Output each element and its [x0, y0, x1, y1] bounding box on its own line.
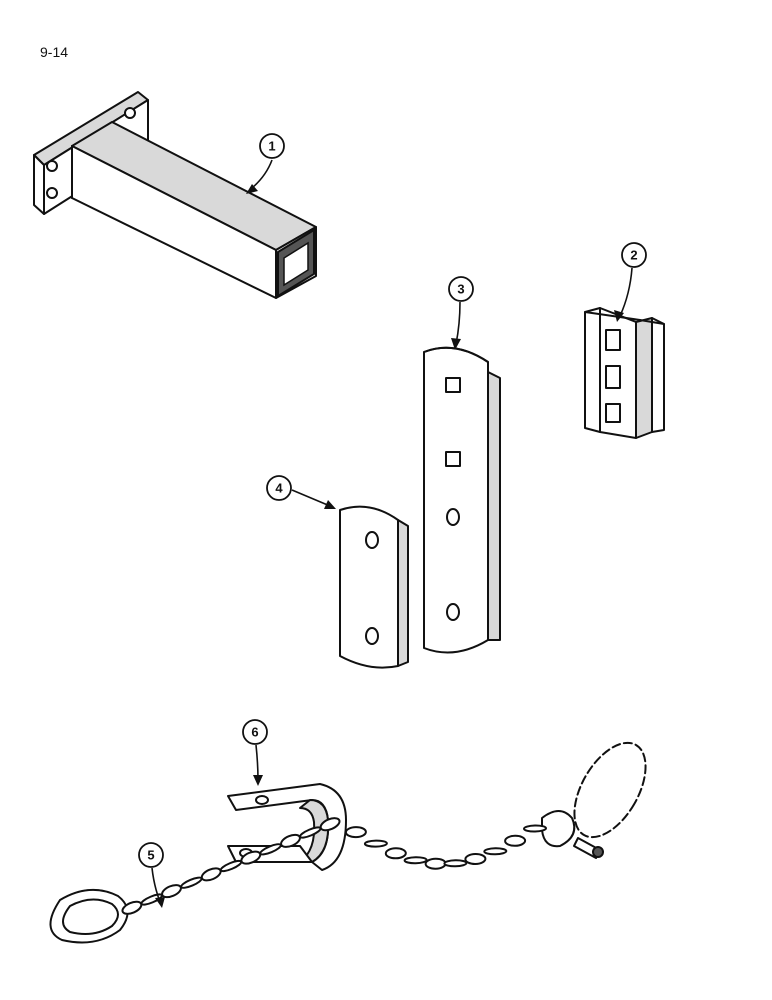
page-number: 9-14 — [40, 44, 69, 60]
chain-link — [200, 867, 222, 882]
callout-6: 6 — [242, 719, 268, 786]
callout-4-label: 4 — [275, 481, 283, 496]
chain-link — [384, 847, 407, 860]
callout-5-label: 5 — [147, 848, 154, 863]
part-1-square-tube-mount — [33, 91, 317, 299]
chain-link — [180, 876, 203, 889]
chain-link — [363, 839, 388, 848]
chain-link — [219, 859, 243, 873]
callouts: 1 2 3 4 5 — [138, 133, 647, 908]
callout-3-label: 3 — [457, 282, 464, 297]
chain-link — [344, 826, 367, 839]
chain-link — [483, 847, 508, 856]
part-5-chain — [49, 741, 647, 944]
callout-6-label: 6 — [251, 725, 258, 740]
chain-link — [504, 834, 527, 847]
part-2-channel-bracket — [584, 307, 665, 439]
part-3-long-strap — [423, 346, 501, 654]
chain-link — [464, 852, 487, 866]
chain-link — [403, 856, 428, 865]
chain-loop — [573, 741, 647, 839]
chain-link — [319, 817, 341, 832]
chain-link — [424, 857, 447, 870]
callout-2-label: 2 — [630, 248, 637, 263]
callout-1: 1 — [246, 133, 285, 194]
callout-5: 5 — [138, 842, 165, 908]
callout-3: 3 — [448, 276, 474, 350]
part-4-short-strap — [339, 505, 409, 669]
callout-2: 2 — [614, 242, 647, 322]
chain-link — [523, 824, 547, 833]
callout-4: 4 — [266, 475, 336, 509]
shackle — [541, 810, 576, 848]
callout-1-label: 1 — [268, 139, 275, 154]
chain-link — [161, 884, 182, 899]
chain-link — [443, 859, 468, 868]
